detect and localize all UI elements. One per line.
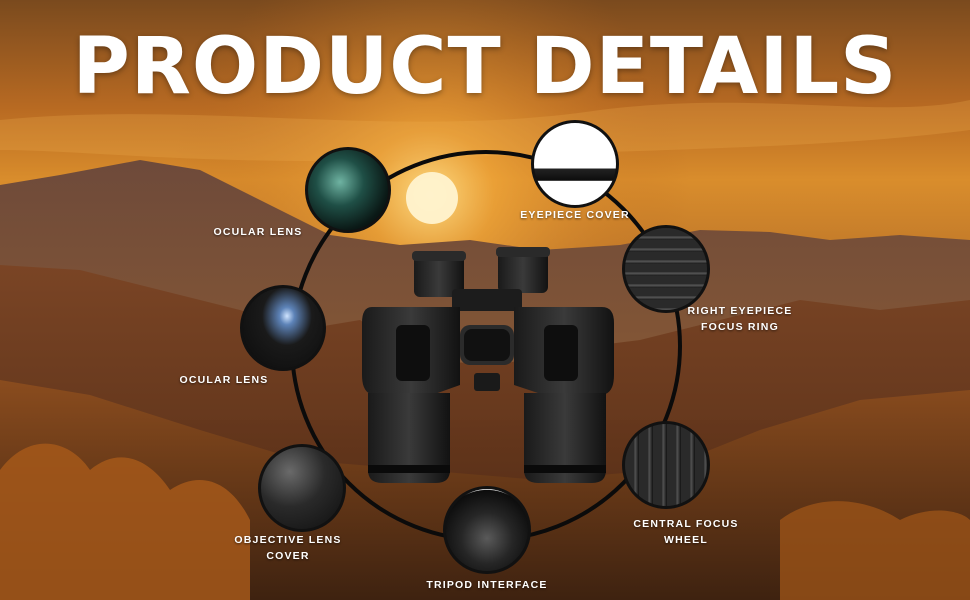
callout-label-objective-lens-cover: OBJECTIVE LENS COVER [228, 532, 348, 564]
tripod-interface-closeup-icon [443, 486, 531, 574]
binoculars-product-image [362, 247, 614, 483]
ocular-lens-closeup-icon [305, 147, 391, 233]
shrub-right [780, 501, 970, 600]
cloud-streak [0, 100, 970, 162]
callout-label-ocular-lens-top: OCULAR LENS [213, 226, 303, 238]
callout-label-ocular-lens-side: OCULAR LENS [179, 374, 269, 386]
callout-label-line: RIGHT EYEPIECE [687, 305, 793, 317]
eyepiece-cover-closeup-icon [531, 120, 619, 208]
callout-label-line: WHEEL [664, 534, 708, 546]
callout-label-tripod-interface: TRIPOD INTERFACE [426, 579, 548, 591]
right-eyepiece [498, 251, 548, 293]
ocular-lens-side-closeup-icon [240, 285, 326, 371]
left-eyepiece [414, 255, 464, 297]
callout-label-eyepiece-cover: EYEPIECE COVER [520, 209, 630, 221]
focus-ring-closeup-icon [622, 225, 710, 313]
shrub-foreground [0, 443, 250, 600]
callout-label-line: OBJECTIVE LENS [234, 534, 342, 546]
left-objective [368, 393, 450, 483]
focus-wheel-closeup-icon [622, 421, 710, 509]
callout-label-line: FOCUS RING [701, 321, 779, 333]
bridge [452, 289, 522, 311]
page-title: PRODUCT DETAILS [72, 22, 898, 112]
callout-label-line: COVER [266, 550, 310, 562]
right-objective [524, 393, 606, 483]
callout-label-central-focus-wheel: CENTRAL FOCUS WHEEL [626, 516, 746, 548]
objective-cover-closeup-icon [258, 444, 346, 532]
callout-label-right-eyepiece-focus-ring: RIGHT EYEPIECE FOCUS RING [680, 303, 800, 335]
tripod-mount [474, 373, 500, 391]
callout-label-line: CENTRAL FOCUS [633, 518, 739, 530]
